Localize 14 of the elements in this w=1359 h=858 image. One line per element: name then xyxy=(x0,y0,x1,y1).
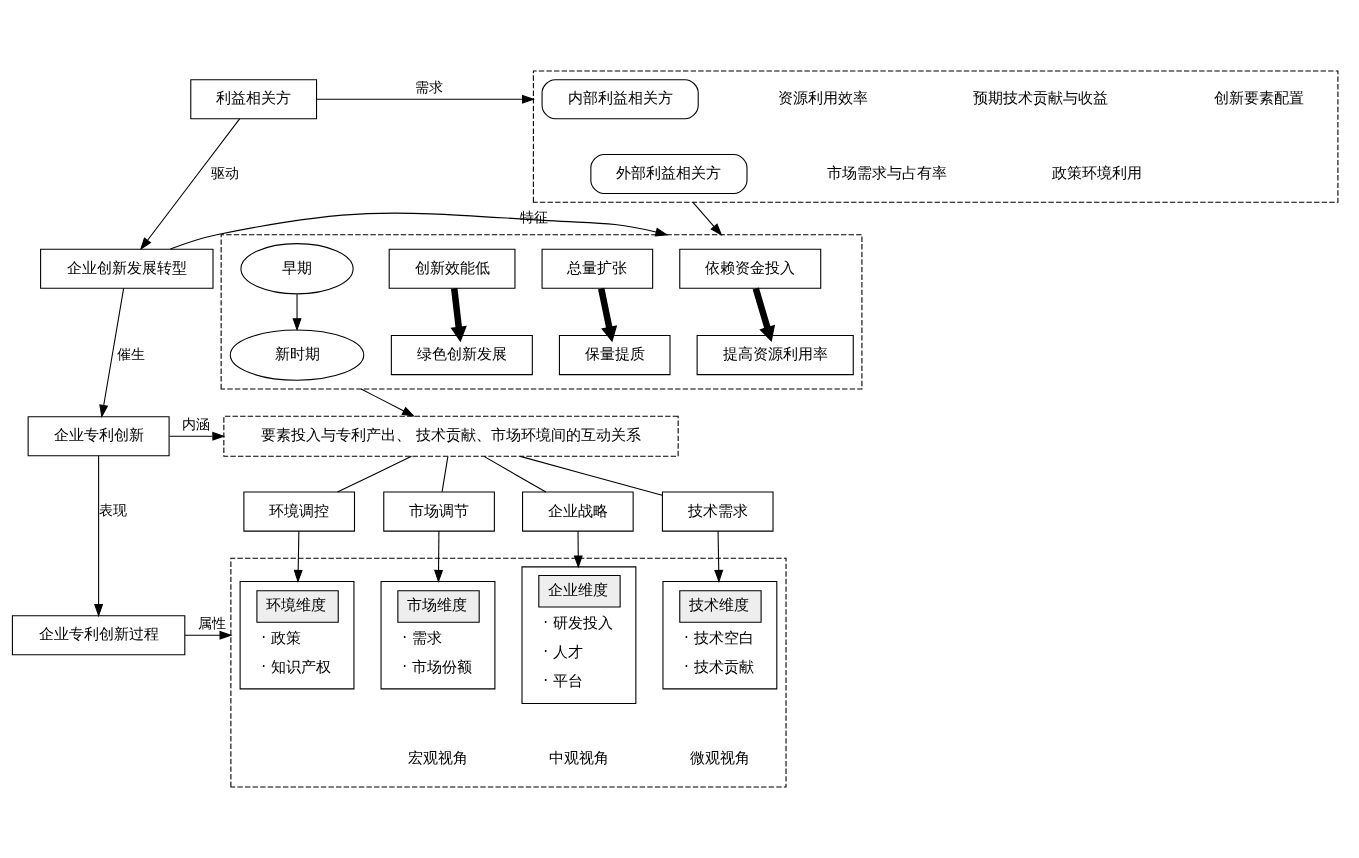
label: 微观视角 xyxy=(689,748,750,767)
label: 市场需求与占有率 xyxy=(826,164,947,183)
label: 预期技术贡献与收益 xyxy=(973,89,1109,108)
edge-label: 催生 xyxy=(117,345,146,362)
label: 中观视角 xyxy=(548,748,609,767)
edge-label: 表现 xyxy=(98,502,127,519)
label: 资源利用效率 xyxy=(777,89,868,108)
edge-label: 属性 xyxy=(198,615,227,632)
edge-label: 需求 xyxy=(415,79,444,96)
edge-label: 内涵 xyxy=(182,416,211,433)
label: 政策环境利用 xyxy=(1052,164,1143,183)
edge-label: 驱动 xyxy=(211,164,240,181)
label: 创新要素配置 xyxy=(1213,89,1304,108)
label: 宏观视角 xyxy=(407,748,468,767)
